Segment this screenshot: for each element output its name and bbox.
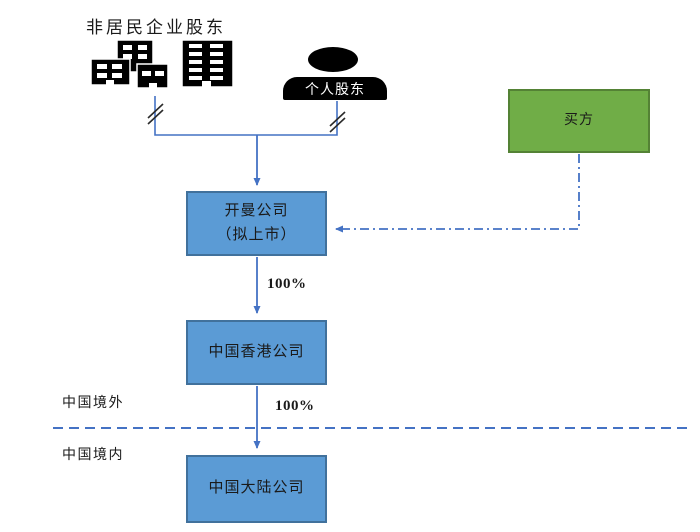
region-label-inside-china: 中国境内 xyxy=(62,448,124,463)
building-right xyxy=(181,39,234,88)
break-mark-corporate-line xyxy=(147,103,164,125)
building-left xyxy=(90,58,131,86)
ownership-label-hongkong-mainland: 100% xyxy=(275,398,315,414)
person-icon xyxy=(308,47,358,72)
cayman-box-label-line2: （拟上市） xyxy=(216,226,297,243)
buyer-box-label: 买方 xyxy=(564,113,594,129)
arrow-buyer-to-cayman xyxy=(335,154,580,233)
shareholders-merge-connector xyxy=(154,96,338,136)
hongkong-box-label: 中国香港公司 xyxy=(208,343,305,360)
hongkong-company-box: 中国香港公司 xyxy=(186,320,327,385)
break-mark-individual-line xyxy=(329,111,346,133)
cayman-box-label-line1: 开曼公司 xyxy=(224,203,289,220)
buildings-icon xyxy=(90,39,234,89)
diagram-title: 非居民企业股东 xyxy=(86,18,226,37)
mainland-box-label: 中国大陆公司 xyxy=(208,480,305,497)
building-middle xyxy=(136,63,169,89)
individual-shareholder-label: 个人股东 xyxy=(283,77,387,100)
region-label-outside-china: 中国境外 xyxy=(62,396,124,411)
ownership-label-cayman-hongkong: 100% xyxy=(267,276,307,292)
cayman-company-box: 开曼公司 （拟上市） xyxy=(186,191,327,256)
mainland-company-box: 中国大陆公司 xyxy=(186,455,327,523)
buyer-box: 买方 xyxy=(508,89,650,153)
